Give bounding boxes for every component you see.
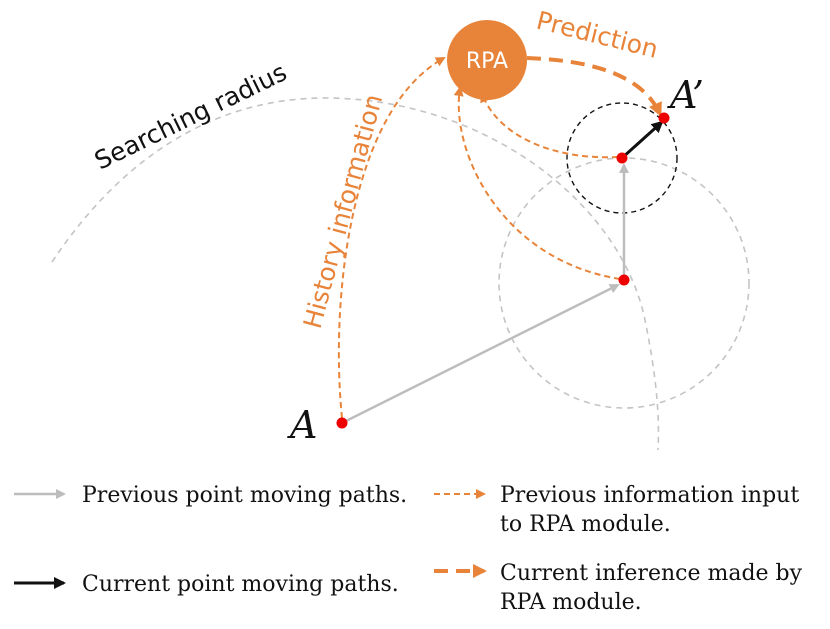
point-a-prime-label: A’ [667, 73, 704, 117]
prediction-curve [526, 56, 662, 117]
legend-current-paths-text: Current point moving paths. [82, 572, 399, 597]
point-p1 [618, 274, 630, 286]
legend: Previous point moving paths. Current poi… [14, 483, 803, 615]
current-path-arrow [620, 120, 664, 160]
legend-previous-paths-text: Previous point moving paths. [82, 483, 407, 508]
prediction-label: Prediction [534, 6, 662, 64]
searching-radius-label: Searching radius [90, 57, 291, 175]
legend-previous-info-text-1: Previous information input [500, 483, 799, 508]
history-curve-from-p1 [453, 86, 621, 280]
history-curve-from-p2 [480, 92, 619, 159]
point-a-label: A [287, 403, 317, 447]
rpa-label: RPA [466, 49, 508, 74]
point-p2 [616, 152, 628, 164]
search-circle-current [566, 102, 678, 214]
history-curve-from-a [337, 57, 446, 419]
legend-previous-info-text-2: to RPA module. [500, 512, 671, 537]
searching-radius-arc [51, 97, 660, 451]
legend-current-inference-text-2: RPA module. [500, 590, 642, 615]
previous-path-a-to-p1 [341, 283, 620, 425]
rpa-module-circle [447, 20, 527, 100]
point-a-prime [658, 112, 670, 124]
history-information-label: History information [298, 91, 388, 331]
point-a [336, 417, 348, 429]
legend-current-inference-text-1: Current inference made by [500, 561, 803, 586]
